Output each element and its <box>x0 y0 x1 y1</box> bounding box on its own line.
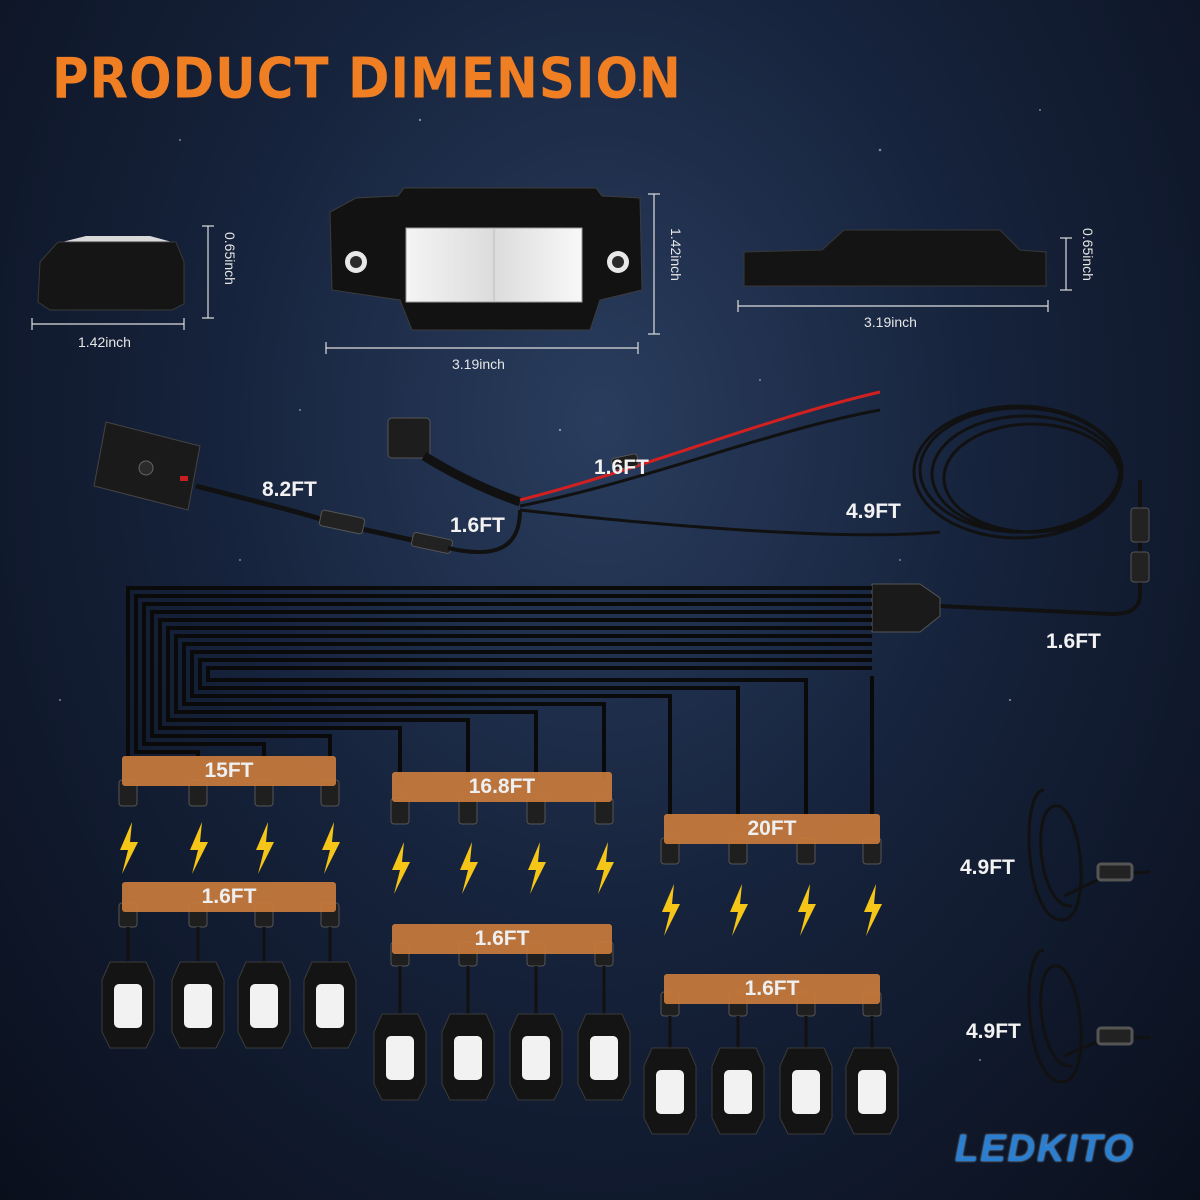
pod-lens <box>858 1070 886 1114</box>
lightning-icon <box>256 822 274 874</box>
hub-lead-connectors <box>1130 507 1150 583</box>
lightning-icon <box>528 842 546 894</box>
wire-harness <box>126 586 874 820</box>
profile-height-label: 0.65inch <box>1080 228 1096 281</box>
coil-cable-length: 4.9FT <box>846 500 901 523</box>
coil-cable-run <box>519 508 941 537</box>
cable-coil <box>912 404 1124 540</box>
hub-lead-length: 1.6FT <box>1046 630 1101 653</box>
brand-logo: LEDKITO <box>955 1128 1136 1170</box>
group-3-main-length: 20FT <box>664 814 880 844</box>
pod-lens <box>250 984 278 1028</box>
power-plug <box>387 417 522 507</box>
controller-pigtail <box>447 509 522 554</box>
pod-lens <box>656 1070 684 1114</box>
group-2-main-length: 16.8FT <box>392 772 612 802</box>
group-2-hardware <box>373 797 631 1101</box>
hub-lead <box>939 480 1142 617</box>
profile-width-label: 3.19inch <box>864 314 917 330</box>
power-lead-length: 1.6FT <box>594 456 649 479</box>
lightning-icon <box>460 842 478 894</box>
dim-line-profile-width <box>737 300 1049 312</box>
group-3-pigtail-length: 1.6FT <box>664 974 880 1004</box>
lightning-icon <box>662 884 680 936</box>
pod-lens <box>590 1036 618 1080</box>
group-1-hardware <box>101 779 357 1049</box>
pod-lens <box>522 1036 550 1080</box>
star-field <box>59 89 1111 1061</box>
extension-cable-2 <box>1027 948 1151 1084</box>
control-box <box>93 421 201 511</box>
lightning-icon <box>392 842 410 894</box>
pod-lens <box>454 1036 482 1080</box>
top-height-label: 1.42inch <box>668 228 684 281</box>
inline-connector <box>318 509 453 554</box>
lightning-icon <box>864 884 882 936</box>
power-lead-red <box>519 390 881 502</box>
dim-line-profile-height <box>1060 237 1072 291</box>
lightning-icon <box>120 822 138 874</box>
rock-light-profile-view <box>743 229 1047 287</box>
lightning-icon <box>798 884 816 936</box>
controller-pigtail-length: 1.6FT <box>450 514 505 537</box>
distribution-hub <box>871 583 941 633</box>
controller-cable-length: 8.2FT <box>262 478 317 501</box>
group-1-pigtail-length: 1.6FT <box>122 882 336 912</box>
lightning-icon <box>730 884 748 936</box>
power-lead-black <box>519 408 881 508</box>
dim-line-top-height <box>648 193 660 335</box>
group-2-pigtail-length: 1.6FT <box>392 924 612 954</box>
dim-line-top-width <box>325 342 639 354</box>
extension-2-length: 4.9FT <box>966 1020 1021 1043</box>
pod-lens <box>792 1070 820 1114</box>
pod-lens <box>386 1036 414 1080</box>
group-3-hardware <box>643 837 899 1135</box>
side-height-label: 0.65inch <box>222 232 238 285</box>
page-title: PRODUCT DIMENSION <box>52 46 682 111</box>
lightning-icon <box>322 822 340 874</box>
top-width-label: 3.19inch <box>452 356 505 372</box>
rock-light-top-view <box>329 187 643 331</box>
pod-lens <box>114 984 142 1028</box>
pod-lens <box>184 984 212 1028</box>
side-width-label: 1.42inch <box>78 334 131 350</box>
group-1-main-length: 15FT <box>122 756 336 786</box>
pod-lens <box>724 1070 752 1114</box>
dim-line-side-height <box>202 225 214 319</box>
dim-line-side-width <box>31 318 185 330</box>
lightning-icon <box>190 822 208 874</box>
pod-lens <box>316 984 344 1028</box>
rock-light-side-view <box>37 236 185 311</box>
lightning-icon <box>596 842 614 894</box>
fuse-holder <box>611 453 639 471</box>
extension-cable-1 <box>1027 788 1151 922</box>
extension-1-length: 4.9FT <box>960 856 1015 879</box>
